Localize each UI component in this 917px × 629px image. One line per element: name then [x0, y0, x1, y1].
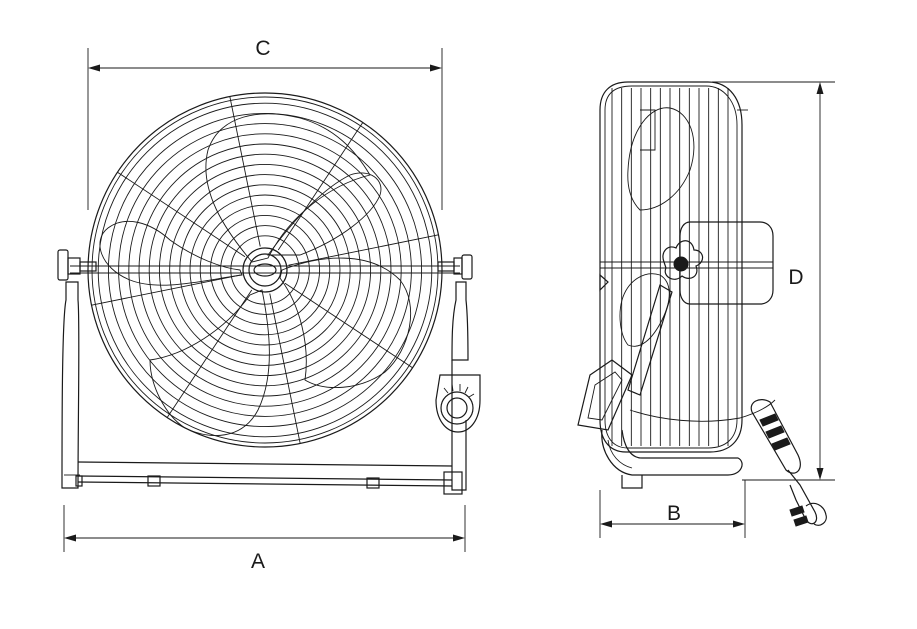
- guard-ring: [97, 102, 433, 438]
- guard-spoke: [166, 289, 253, 418]
- guard-spoke: [284, 282, 413, 369]
- guard-ring: [148, 153, 382, 387]
- dimension-label-b: B: [667, 502, 681, 525]
- fan-guard-rings: [87, 92, 443, 448]
- guard-spoke: [288, 234, 439, 266]
- guard-ring: [107, 112, 423, 428]
- right-support-leg: [443, 281, 469, 495]
- guard-spoke: [91, 274, 242, 306]
- guard-ring: [199, 204, 331, 336]
- guard-ring: [87, 92, 443, 448]
- fan-hub: [242, 247, 288, 293]
- guard-ring: [169, 174, 361, 366]
- dimension-c: C: [87, 37, 443, 210]
- guard-ring: [230, 235, 300, 305]
- guard-ring: [179, 184, 351, 356]
- left-tilt-knob: [57, 249, 97, 281]
- dimension-a: A: [63, 505, 466, 573]
- guard-spoke: [269, 293, 301, 444]
- front-view: [57, 92, 481, 495]
- fan-guard-spokes: [91, 96, 439, 444]
- side-view: [577, 81, 827, 527]
- base-crossbar: [75, 461, 453, 489]
- guard-spoke: [229, 96, 261, 247]
- guard-ring: [158, 163, 372, 377]
- dimension-d: D: [712, 81, 835, 481]
- left-support-leg: [61, 281, 80, 489]
- dimension-label-a: A: [251, 550, 265, 573]
- side-switch-handle: [750, 399, 827, 527]
- dimension-label-c: C: [255, 37, 270, 60]
- guard-ring: [220, 225, 310, 315]
- right-tilt-knob: [437, 254, 473, 280]
- side-grill-bars: [611, 88, 729, 446]
- guard-spoke: [277, 122, 364, 251]
- guard-ring: [189, 194, 341, 346]
- dimension-label-d: D: [788, 266, 803, 289]
- guard-ring: [209, 214, 321, 326]
- fan-blades: [99, 113, 412, 436]
- guard-spoke: [117, 171, 246, 258]
- dimension-b: B: [599, 480, 746, 538]
- guard-ring: [128, 133, 402, 407]
- guard-ring: [138, 143, 392, 397]
- speed-switch-knob: [435, 374, 481, 433]
- guard-ring: [118, 123, 412, 417]
